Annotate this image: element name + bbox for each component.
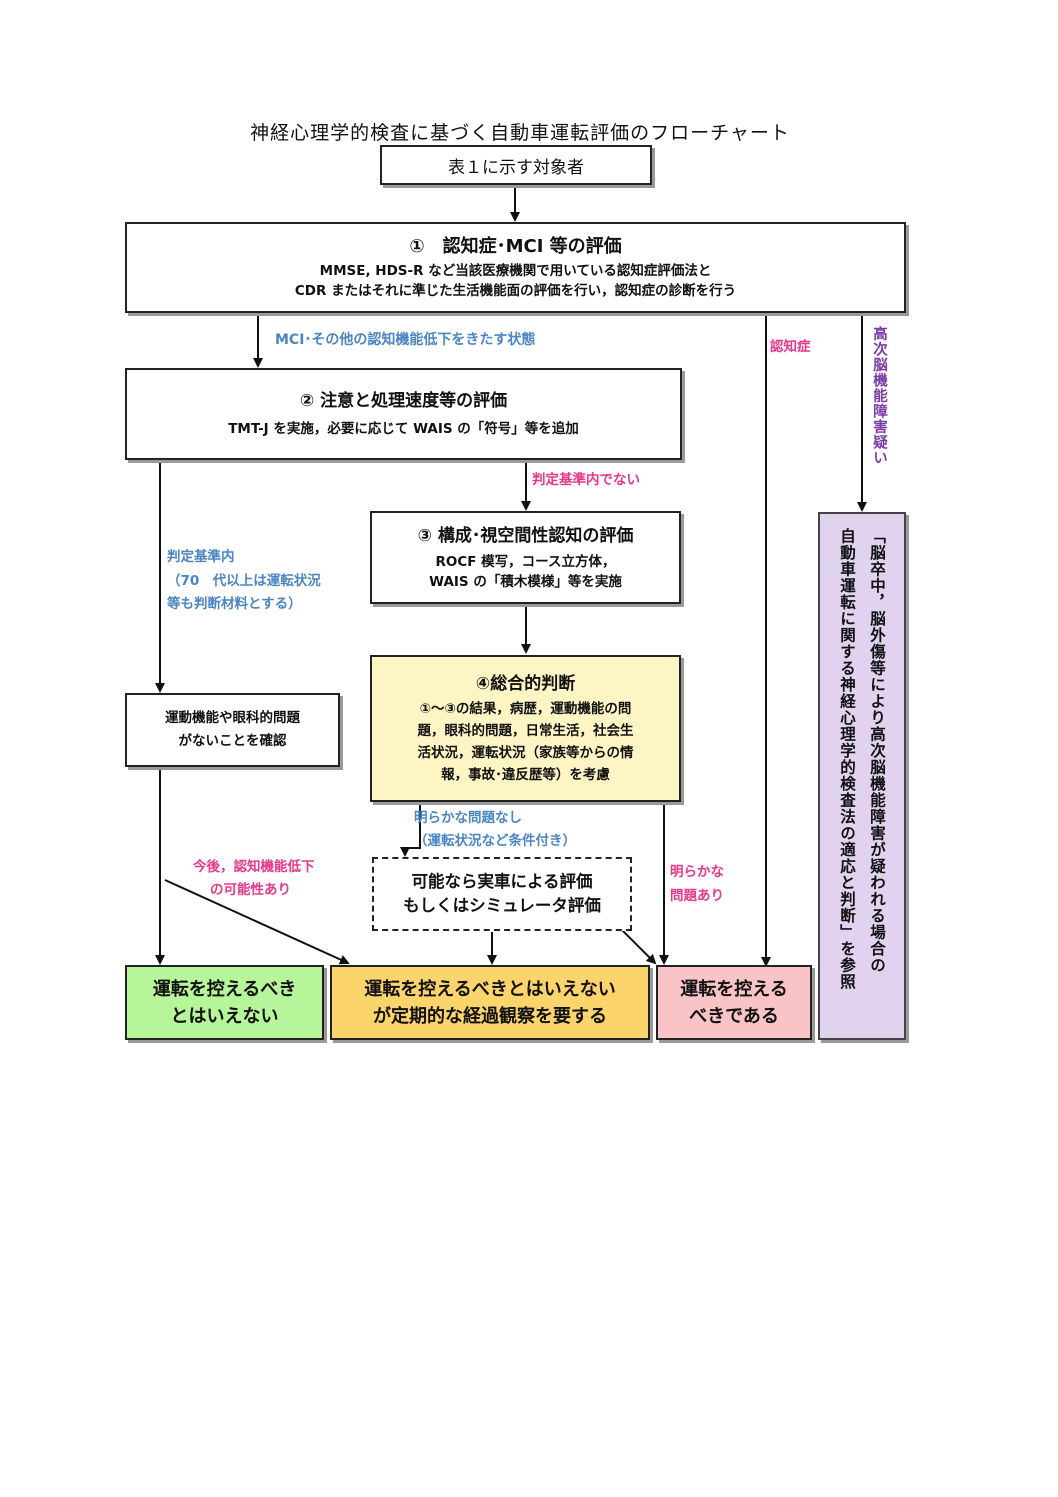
- step4-box: ④総合的判断 ①～③の結果，病歴，運動機能の問 題，眼科的問題，日常生活，社会生…: [370, 655, 681, 802]
- confirm-line2: がないことを確認: [178, 733, 287, 749]
- step1-line2: CDR またはそれに準じた生活機能面の評価を行い，認知症の診断を行う: [294, 282, 737, 299]
- label-no-problem-1: 明らかな問題なし: [414, 810, 522, 826]
- outcome-green-line1: 運転を控えるべき: [152, 978, 297, 1000]
- side-col2: 自動車運転に関する神経心理学的検査法の適応と判断」を参照: [838, 528, 856, 990]
- step3-title: ③ 構成･視空間性認知の評価: [417, 525, 634, 546]
- step4-line3: 活状況，運転状況（家族等からの情: [417, 744, 634, 761]
- arrow-confirm-to-yellow: [164, 879, 350, 965]
- label-higher-brain: 高次脳機能障害疑い: [871, 326, 887, 466]
- outcome-yellow: 運転を控えるべきとはいえない が定期的な経過観察を要する: [330, 965, 650, 1040]
- step3-line2: WAIS の「積木模様」等を実施: [429, 573, 622, 590]
- step2-title: ② 注意と処理速度等の評価: [299, 391, 508, 411]
- label-future-1: 今後，認知機能低下: [193, 859, 315, 875]
- label-within-3: 等も判断材料とする）: [167, 596, 302, 612]
- realcar-line1: 可能なら実車による評価: [411, 872, 593, 891]
- outcome-yellow-line1: 運転を控えるべきとはいえない: [364, 978, 616, 1000]
- confirm-line1: 運動機能や眼科的問題: [165, 710, 300, 726]
- step3-line1: ROCF 模写，コース立方体，: [435, 553, 616, 570]
- arrow-realcar-to-pink: [621, 929, 657, 965]
- arrow-step4-to-realcar: [400, 802, 421, 857]
- step2-box: ② 注意と処理速度等の評価 TMT-J を実施，必要に応じて WAIS の「符号…: [125, 368, 682, 460]
- label-within-1: 判定基準内: [167, 549, 235, 565]
- label-dementia: 認知症: [770, 339, 811, 355]
- label-problem-2: 問題あり: [670, 888, 724, 904]
- outcome-pink-line1: 運転を控える: [680, 978, 788, 1000]
- label-no-problem-2: （運転状況など条件付き）: [414, 833, 576, 849]
- step4-line1: ①～③の結果，病歴，運動機能の問: [419, 700, 632, 717]
- label-within-2: （70 代以上は運転状況: [167, 573, 321, 589]
- realcar-box: 可能なら実車による評価 もしくはシミュレータ評価: [372, 857, 632, 931]
- page-title: 神経心理学的検査に基づく自動車運転評価のフローチャート: [250, 122, 790, 144]
- step1-line1: MMSE, HDS-R など当該医療機関で用いている認知症評価法と: [319, 262, 712, 279]
- side-reference-box: 「脳卒中，脳外傷等により高次脳機能障害が疑われる場合の 自動車運転に関する神経心…: [818, 512, 906, 1040]
- start-box-label: 表１に示す対象者: [448, 157, 584, 178]
- label-not-within: 判定基準内でない: [532, 472, 640, 488]
- step4-line4: 報，事故･違反歴等）を考慮: [441, 766, 610, 783]
- label-future-2: の可能性あり: [210, 882, 291, 898]
- step2-line1: TMT-J を実施，必要に応じて WAIS の「符号」等を追加: [228, 421, 579, 437]
- step1-box: ① 認知症･MCI 等の評価 MMSE, HDS-R など当該医療機関で用いてい…: [125, 222, 906, 313]
- step1-title: ① 認知症･MCI 等の評価: [409, 235, 622, 257]
- label-mci: MCI･その他の認知機能低下をきたす状態: [275, 332, 536, 348]
- start-box: 表１に示す対象者: [380, 145, 652, 185]
- outcome-pink: 運転を控える べきである: [656, 965, 812, 1040]
- outcome-pink-line2: べきである: [689, 1005, 779, 1027]
- outcome-green-line2: とはいえない: [170, 1005, 279, 1027]
- side-col1: 「脳卒中，脳外傷等により高次脳機能障害が疑われる場合の: [868, 528, 886, 974]
- realcar-line2: もしくはシミュレータ評価: [403, 896, 601, 915]
- outcome-yellow-line2: が定期的な経過観察を要する: [373, 1005, 607, 1027]
- confirm-box: 運動機能や眼科的問題 がないことを確認: [125, 693, 340, 767]
- outcome-green: 運転を控えるべき とはいえない: [125, 965, 324, 1040]
- step4-title: ④総合的判断: [475, 673, 576, 694]
- step3-box: ③ 構成･視空間性認知の評価 ROCF 模写，コース立方体， WAIS の「積木…: [370, 511, 681, 604]
- label-problem-1: 明らかな: [670, 864, 724, 880]
- step4-line2: 題，眼科的問題，日常生活，社会生: [417, 722, 634, 739]
